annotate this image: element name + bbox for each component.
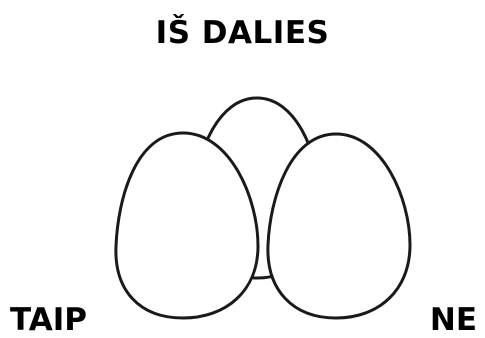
yes-label: TAIP [10, 305, 87, 336]
no-label: NE [430, 305, 477, 336]
partial-label: IŠ DALIES [0, 18, 485, 49]
